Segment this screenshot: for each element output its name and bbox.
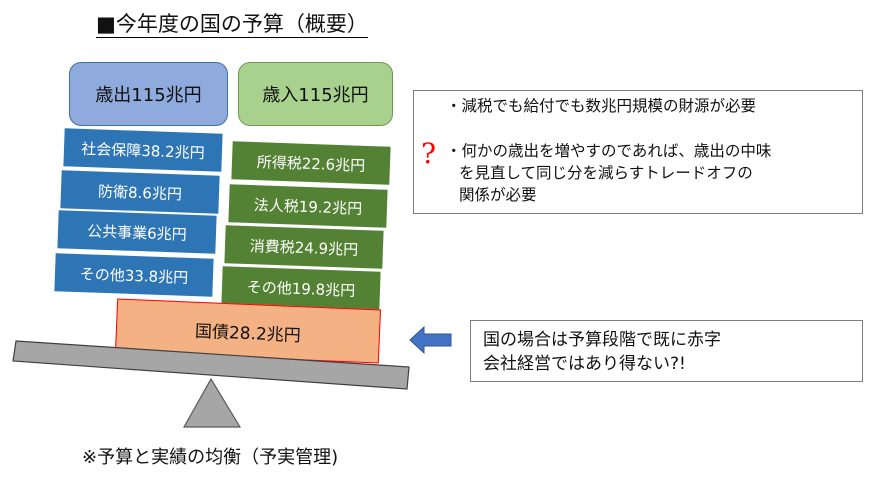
revenue-header: 歳入115兆円 [238, 62, 393, 126]
note-line-2: ・何かの歳出を増やすのであれば、歳出の中味 [446, 142, 772, 160]
page-title: ■今年度の国の予算（概要） [96, 10, 368, 38]
question-mark-icon: ? [421, 137, 437, 170]
footnote: ※予算と実績の均衡（予実管理) [82, 447, 339, 468]
note-box: ・減税でも給付でも数兆円規模の財源が必要 ・何かの歳出を増やすのであれば、歳出の… [413, 90, 863, 214]
page-title-text: ■今年度の国の予算（概要） [96, 12, 368, 38]
note-line-4: 関係が必要 [459, 186, 537, 204]
callout-line-1: 国の場合は予算段階で既に赤字 [483, 330, 721, 350]
fulcrum-triangle [182, 377, 242, 428]
note-line-3: を見直して同じ分を減らすトレードオフの [459, 164, 753, 182]
expenditure-header: 歳出115兆円 [69, 62, 228, 126]
balance-beam [12, 340, 410, 390]
left-arrow-icon [409, 325, 452, 355]
note-line-1: ・減税でも給付でも数兆円規模の財源が必要 [446, 97, 757, 115]
callout-line-2: 会社経営ではあり得ない?! [483, 354, 686, 374]
callout-box: 国の場合は予算段階で既に赤字 会社経営ではあり得ない?! [470, 320, 863, 382]
